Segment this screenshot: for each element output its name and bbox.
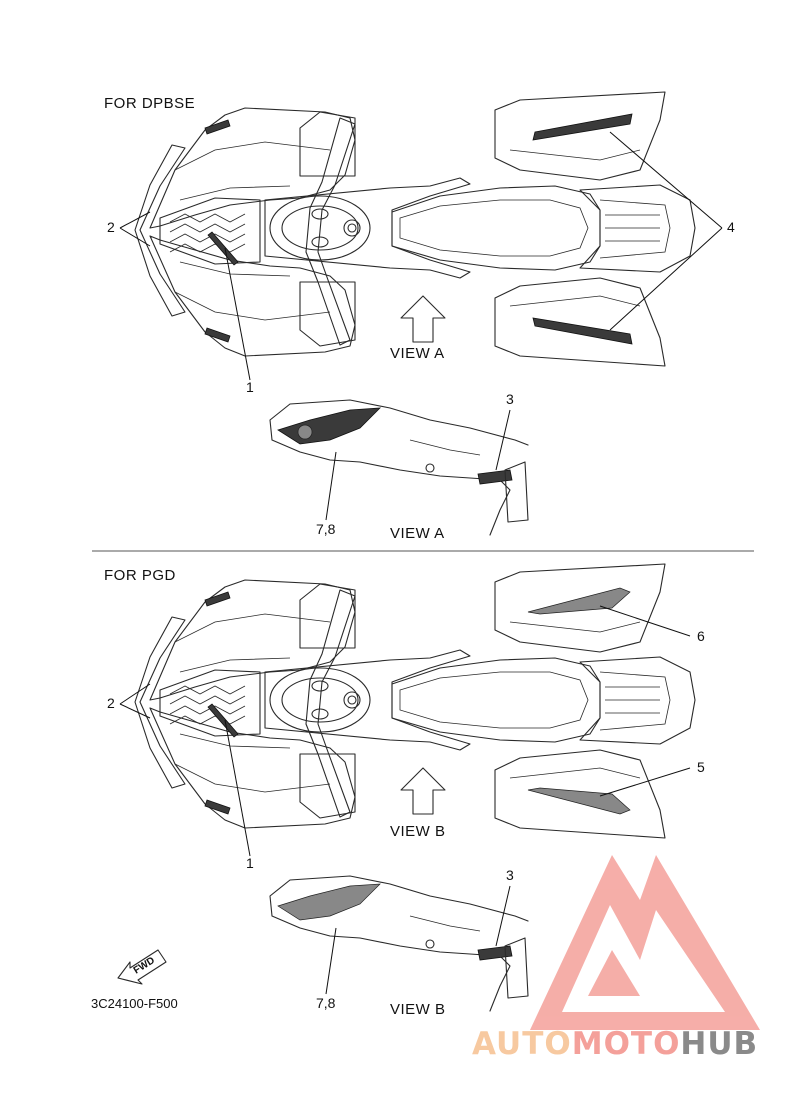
decal-1	[207, 231, 239, 266]
view-arrow-icon	[400, 295, 446, 343]
callout-1: 1	[246, 855, 254, 871]
watermark-part1: AUTO	[472, 1026, 572, 1062]
automotohub-logo	[530, 855, 760, 1030]
decal-7-8	[277, 407, 382, 445]
watermark-part2: MOTO	[572, 1026, 681, 1062]
callout-6: 6	[697, 628, 705, 644]
decal-2-upper	[204, 591, 231, 607]
callout-3: 3	[506, 867, 514, 883]
callout-4: 4	[727, 219, 735, 235]
decal-7-8	[277, 883, 381, 921]
callout-7-8: 7,8	[316, 521, 336, 537]
section-title: FOR PGD	[104, 567, 176, 584]
callout-1: 1	[246, 379, 254, 395]
view-label-top: VIEW B	[390, 823, 446, 840]
watermark-part3: HUB	[680, 1026, 758, 1062]
side-view-detail	[269, 875, 529, 1012]
decal-2-lower	[204, 799, 231, 815]
fwd-label: FWD	[132, 955, 157, 976]
decal-1	[207, 703, 239, 738]
decal-6	[527, 587, 631, 615]
callout-2: 2	[107, 219, 115, 235]
callout-3: 3	[506, 391, 514, 407]
section-pgd: FOR PGD	[91, 563, 705, 1018]
callout-5: 5	[697, 759, 705, 775]
view-label-top: VIEW A	[390, 345, 445, 362]
callout-7-8: 7,8	[316, 995, 336, 1011]
decal-3	[477, 945, 513, 961]
decal-2-upper	[204, 119, 231, 135]
view-arrow-icon	[400, 767, 446, 815]
decal-3	[477, 469, 513, 485]
fwd-arrow-icon: FWD	[117, 949, 167, 985]
decal-4-upper	[532, 113, 633, 141]
part-number: 3C24100-F500	[91, 996, 178, 1011]
watermark-text: AUTOMOTOHUB	[472, 1026, 758, 1062]
callout-2: 2	[107, 695, 115, 711]
view-label-bottom: VIEW B	[390, 1001, 446, 1018]
decal-2-lower	[204, 327, 231, 343]
side-view-detail	[269, 399, 529, 536]
view-label-bottom: VIEW A	[390, 525, 445, 542]
section-title: FOR DPBSE	[104, 95, 195, 112]
decal-4-lower	[532, 317, 633, 345]
section-dpbse: FOR DPBSE	[104, 91, 735, 542]
atv-top-view	[134, 91, 696, 367]
atv-top-view	[134, 563, 696, 839]
